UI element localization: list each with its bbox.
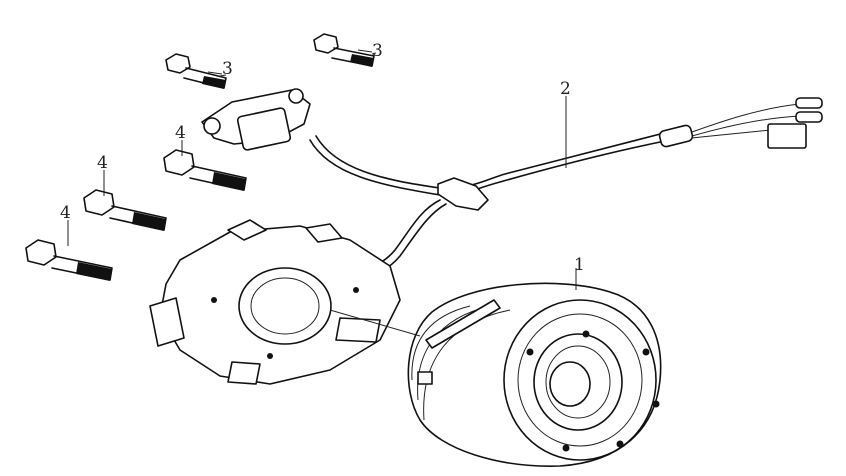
screw-3b <box>313 33 377 67</box>
callout-3b: 3 <box>372 41 383 61</box>
wire-harness <box>309 97 823 277</box>
screw-3a <box>165 53 227 89</box>
callout-3a: 3 <box>222 59 233 79</box>
leader-lines <box>67 49 577 337</box>
stator <box>149 219 401 385</box>
callout-4c: 4 <box>60 203 71 223</box>
bolt-4a <box>163 149 247 191</box>
flywheel <box>407 282 662 467</box>
callout-4a: 4 <box>175 123 186 143</box>
pickup-coil <box>201 88 311 151</box>
bolt-4c <box>25 239 113 281</box>
callout-4b: 4 <box>97 153 108 173</box>
callout-2: 2 <box>560 79 571 99</box>
callout-1: 1 <box>574 255 585 275</box>
bolt-4b <box>83 189 167 231</box>
